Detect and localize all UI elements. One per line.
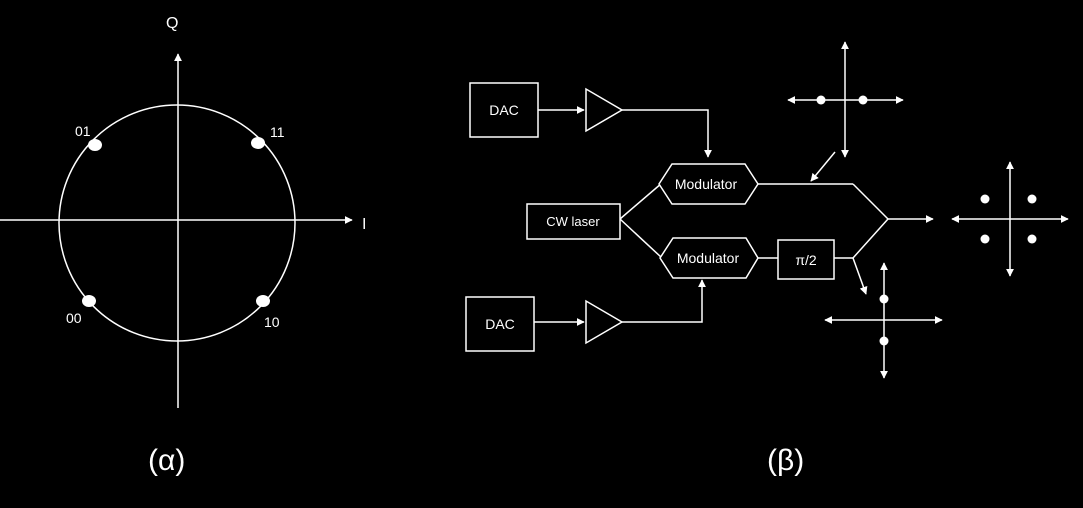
mini-constellation-bottom [824,262,943,379]
constellation-diagram: I Q 01 11 00 10 (α) [0,15,366,477]
amp-bottom-to-modulator-wire [622,279,706,323]
modulator-bottom-block [659,237,759,279]
dac-bottom-label: DAC [485,316,515,332]
mini-constellation-top [787,41,904,158]
point-label-00: 00 [66,310,82,326]
laser-split-bottom-wire [619,218,663,259]
modulator-top-label: Modulator [675,176,738,192]
phase-shifter-block [777,239,835,280]
caption-beta: (β) [767,444,804,477]
q-axis-label: Q [166,15,178,32]
amplifier-bottom-icon [585,299,624,345]
unit-circle [58,104,296,342]
constellation-point-01 [88,139,102,151]
dac-top-block [469,82,539,138]
pointer-arrow-bottom [852,257,868,295]
arm-bottom-wire [852,218,889,259]
constellation-point-10 [256,295,270,307]
dac-bottom-block [465,296,535,352]
point-label-10: 10 [264,314,280,330]
amplifier-top-icon [585,87,624,133]
modulator-bottom-label: Modulator [677,250,740,266]
laser-split-top-wire [619,182,663,220]
point-label-01: 01 [75,123,91,139]
phase-shifter-label: π/2 [795,252,817,268]
iq-transmitter-diagram: DAC CW laser Modulator Modulator π/2 DAC [465,41,1069,477]
arm-top-wire [852,183,889,220]
pointer-arrow-top [810,151,836,182]
constellation-point-00 [82,295,96,307]
i-axis-label: I [362,216,366,233]
caption-alpha: (α) [148,444,185,477]
cw-laser-label: CW laser [546,214,600,229]
constellation-point-11 [251,137,265,149]
amp-top-to-modulator-wire [622,109,712,158]
point-label-11: 11 [270,124,285,140]
cw-laser-block [526,203,621,240]
dac-top-label: DAC [489,102,519,118]
modulator-top-block [658,163,759,205]
mini-constellation-output [951,161,1069,277]
